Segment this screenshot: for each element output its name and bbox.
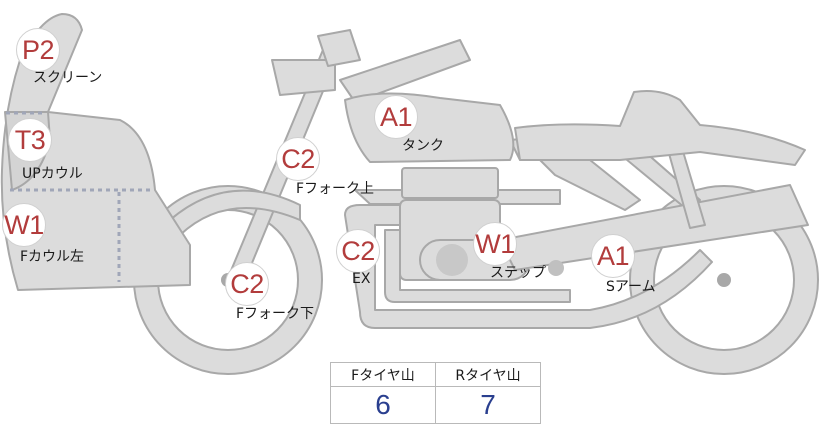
frame-upper (339, 39, 471, 103)
callout-front-fork-upper-label: Fフォーク上 (296, 181, 375, 197)
exhaust-inner (384, 229, 571, 303)
callout-front-cowl-left-code: W1 (2, 203, 46, 247)
callout-screen-code: P2 (16, 28, 60, 72)
callout-front-cowl-left-label: Fカウル左 (20, 249, 85, 265)
rear-tire-value: 7 (435, 386, 541, 424)
engine-cover (436, 244, 468, 276)
seat (514, 90, 806, 166)
rear-hub (717, 273, 731, 287)
callout-exhaust-label: EX (352, 271, 371, 287)
callout-front-fork-upper-code: C2 (276, 137, 320, 181)
callout-tank-code: A1 (374, 95, 418, 139)
callout-step-code: W1 (473, 222, 517, 266)
callout-swing-arm-label: Sアーム (606, 279, 656, 295)
front-tire-value: 6 (330, 386, 436, 424)
callout-swing-arm-code: A1 (591, 234, 635, 278)
handlebar (271, 59, 336, 96)
callout-screen-label: スクリーン (33, 70, 103, 86)
callout-front-fork-lower-label: Fフォーク下 (236, 306, 315, 322)
callout-exhaust-code: C2 (336, 229, 380, 273)
fork-top (317, 29, 361, 67)
exhaust-pipe (344, 204, 713, 329)
callout-tank-label: タンク (402, 138, 444, 154)
front-fender (169, 189, 301, 236)
callout-step-label: ステップ (490, 265, 546, 281)
tire-tread-table: Fタイヤ山 Rタイヤ山 6 7 (330, 362, 541, 424)
callout-up-cowl-code: T3 (8, 118, 52, 162)
footpeg (548, 260, 564, 276)
front-tire-header: Fタイヤ山 (330, 362, 436, 387)
callout-up-cowl-label: UPカウル (22, 166, 83, 182)
callout-front-fork-lower-code: C2 (225, 262, 269, 306)
rear-tire-header: Rタイヤ山 (435, 362, 541, 387)
engine-head (401, 167, 499, 199)
